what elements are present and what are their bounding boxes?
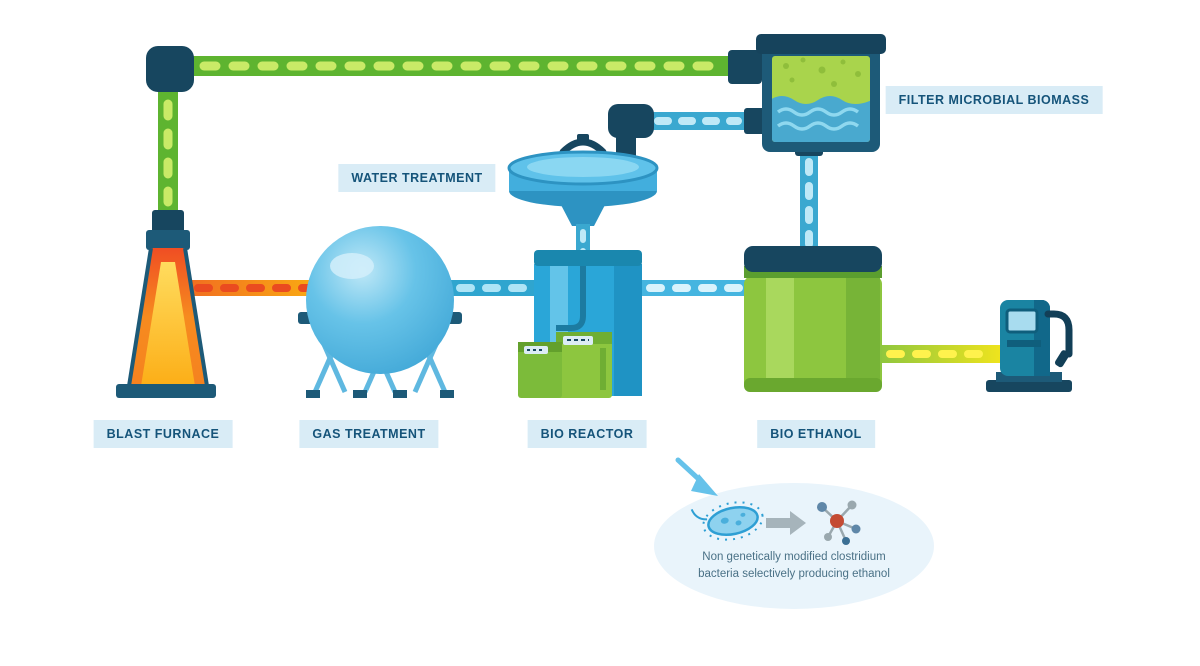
blast-furnace-label: BLAST FURNACE	[93, 420, 233, 448]
bacteria-annotation-text: Non genetically modified clostridium bac…	[698, 551, 890, 580]
pointer-arrow-icon	[675, 457, 718, 496]
fuel-pump-icon	[986, 300, 1073, 392]
molecule-icon	[817, 500, 861, 545]
ethanol-to-pump-pipe	[878, 345, 1002, 363]
pipe-elbow	[146, 46, 194, 92]
annotation-ellipse	[654, 483, 934, 609]
reactor-machines	[518, 332, 612, 398]
water-treatment-label: WATER TREATMENT	[338, 164, 496, 192]
bio-ethanol-tank-icon	[744, 246, 882, 392]
blast-furnace-icon	[116, 230, 216, 398]
bacteria-annotation	[654, 457, 934, 609]
gas-treatment-label: GAS TREATMENT	[299, 420, 439, 448]
filter-tank-icon	[756, 34, 886, 152]
transform-arrow-icon	[766, 511, 806, 535]
top-gas-pipe	[146, 46, 762, 234]
bio-ethanol-label: BIO ETHANOL	[757, 420, 875, 448]
bacteria-icon	[690, 501, 764, 541]
filter-to-ethanol-pipe	[795, 144, 823, 260]
filter-microbial-biomass-label: FILTER MICROBIAL BIOMASS	[885, 86, 1103, 114]
mid-process-pipe	[185, 280, 756, 296]
gas-treatment-icon	[298, 226, 462, 398]
bio-reactor-label: BIO REACTOR	[527, 420, 647, 448]
pipe-coupling	[152, 210, 184, 234]
pipe-coupling	[728, 50, 762, 84]
bio-reactor-icon	[518, 250, 642, 398]
